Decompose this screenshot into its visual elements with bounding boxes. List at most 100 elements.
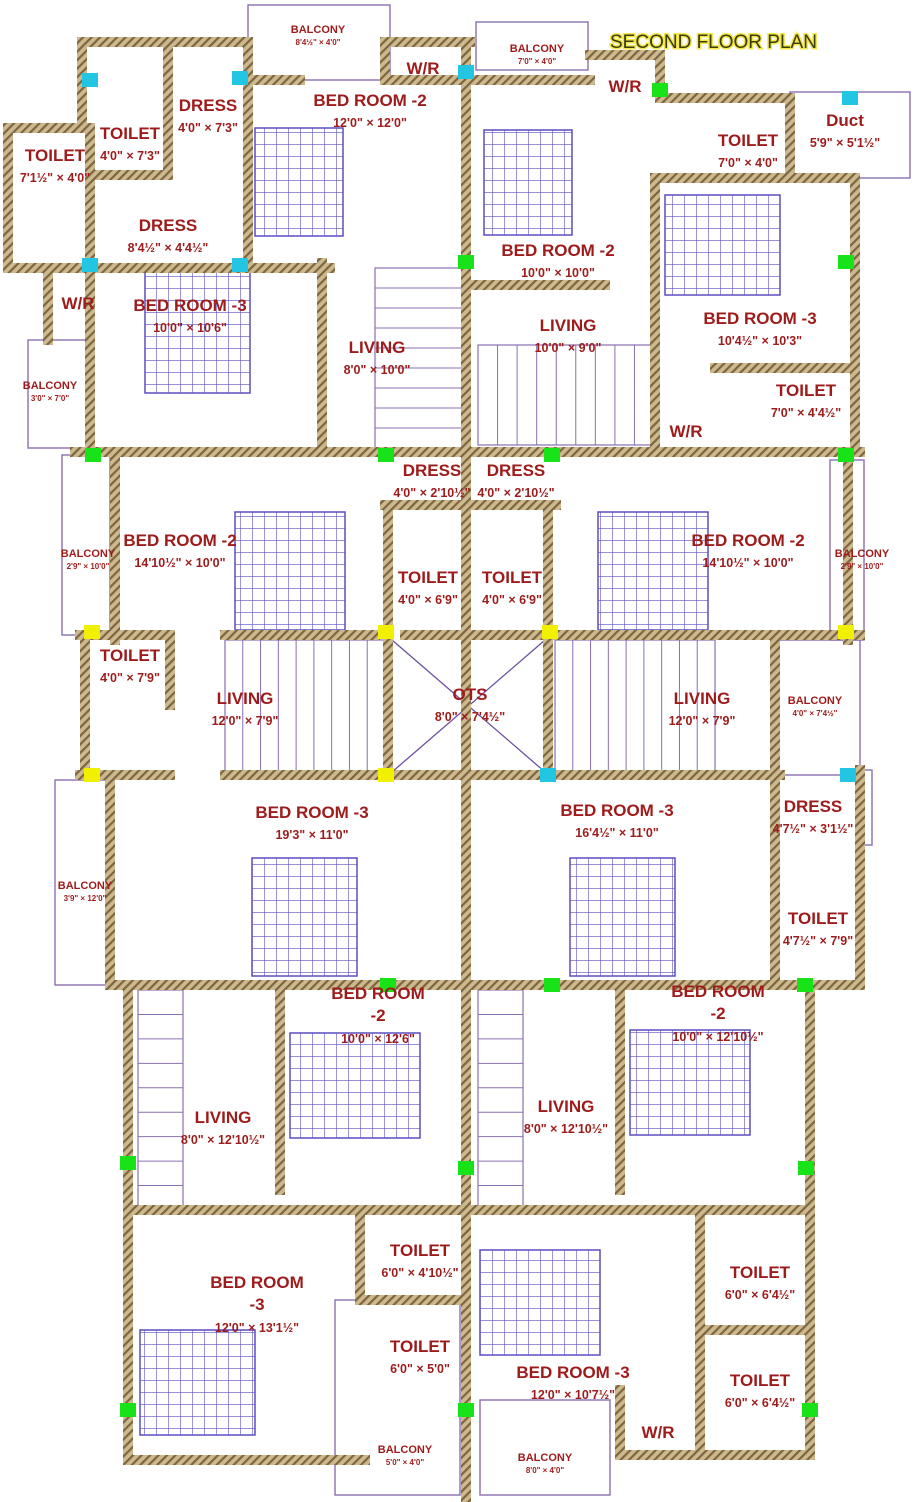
room-dimensions: 12'0" × 7'9" (212, 714, 279, 728)
column-yellow (84, 625, 100, 639)
room-label: W/R (669, 422, 702, 441)
column-cyan (232, 71, 248, 85)
column-green (378, 448, 394, 462)
room-name: TOILET (730, 1371, 791, 1390)
staircase (374, 267, 466, 449)
column-yellow (542, 625, 558, 639)
room-dimensions: 8'4½" × 4'4½" (128, 241, 209, 255)
room-name: BALCONY (788, 695, 843, 707)
column-cyan (82, 258, 98, 272)
column-cyan (840, 768, 856, 782)
room-dimensions: 8'0" × 7'4½" (435, 710, 505, 724)
column-yellow (378, 625, 394, 639)
room-name: BALCONY (835, 548, 890, 560)
staircase (224, 639, 386, 776)
room-dimensions: 4'0" × 7'3" (100, 149, 160, 163)
room-label: BED ROOM -2 12'0" × 12'0" (313, 91, 426, 130)
room-name: TOILET (776, 381, 837, 400)
column-green (85, 448, 101, 462)
column-cyan (540, 768, 556, 782)
room-dimensions: 4'0" × 2'10½" (393, 486, 470, 500)
room-name: BED ROOM -3 (703, 309, 816, 328)
room-name: TOILET (390, 1337, 451, 1356)
balcony-outline (774, 639, 861, 776)
room-name: BALCONY (510, 43, 565, 55)
room-dimensions: 7'0" × 4'0" (718, 156, 778, 170)
room-name: DRESS (139, 216, 198, 235)
column-green (380, 978, 396, 992)
room-dimensions: 2'9" × 10'0" (841, 562, 884, 571)
room-name: W/R (641, 1423, 674, 1442)
column-green (798, 1161, 814, 1175)
room-name: Duct (826, 111, 864, 130)
balcony-outline (479, 1399, 611, 1496)
room-dimensions: 7'0" × 4'4½" (771, 406, 841, 420)
furniture (137, 127, 781, 1436)
room-dimensions: 8'0" × 4'0" (526, 1466, 565, 1475)
column-cyan (842, 91, 858, 105)
room-name: LIVING (540, 316, 597, 335)
room-label: W/R (61, 294, 94, 313)
room-name: TOILET (788, 909, 849, 928)
room-name: TOILET (398, 568, 459, 587)
room-dimensions: 12'0" × 12'0" (333, 116, 407, 130)
column-cyan (232, 258, 248, 272)
room-label: W/R (406, 59, 439, 78)
room-dimensions: 10'0" × 10'6" (153, 321, 227, 335)
room-label: BED ROOM -3 16'4½" × 11'0" (560, 801, 673, 840)
room-label: BED ROOM -2 14'10½" × 10'0" (123, 531, 236, 570)
room-dimensions: 7'1½" × 4'0" (20, 171, 90, 185)
room-dimensions: 8'0" × 10'0" (344, 363, 411, 377)
room-name: OTS (453, 685, 488, 704)
room-name: BED ROOM -3 (560, 801, 673, 820)
room-name: DRESS (179, 96, 238, 115)
staircase (137, 989, 184, 1211)
room-label: BED ROOM-210'0" × 12'10½" (671, 982, 765, 1044)
room-dimensions: 10'0" × 10'0" (521, 266, 595, 280)
room-dimensions: 2'9" × 10'0" (67, 562, 110, 571)
column-green (838, 448, 854, 462)
bed (139, 1329, 256, 1436)
walls (3, 37, 865, 1502)
room-dimensions: 14'10½" × 10'0" (134, 556, 225, 570)
room-label: W/R (641, 1423, 674, 1442)
column-green (544, 978, 560, 992)
bed (289, 1032, 421, 1139)
room-name: LIVING (349, 338, 406, 357)
room-name: LIVING (538, 1097, 595, 1116)
column-green (544, 448, 560, 462)
column-green (802, 1403, 818, 1417)
room-label: BED ROOM -214'10½" × 10'0" (691, 531, 804, 570)
room-name: TOILET (390, 1241, 451, 1260)
room-name: BED ROOM -2 (313, 91, 426, 110)
room-dimensions: 6'0" × 6'4½" (725, 1288, 795, 1302)
bed (483, 129, 573, 236)
room-name: BED ROOM -2 (123, 531, 236, 550)
column-cyan (82, 73, 98, 87)
room-dimensions: 16'4½" × 11'0" (575, 826, 659, 840)
room-dimensions: 19'3" × 11'0" (275, 828, 348, 842)
room-dimensions: 6'0" × 4'10½" (381, 1266, 458, 1280)
room-name: TOILET (100, 646, 161, 665)
room-label: DRESS 8'4½" × 4'4½" (128, 216, 209, 255)
room-label: BED ROOM -312'0" × 10'7½" (516, 1363, 629, 1402)
room-name: BED ROOM -2 (501, 241, 614, 260)
room-name-suffix: -3 (249, 1295, 264, 1314)
